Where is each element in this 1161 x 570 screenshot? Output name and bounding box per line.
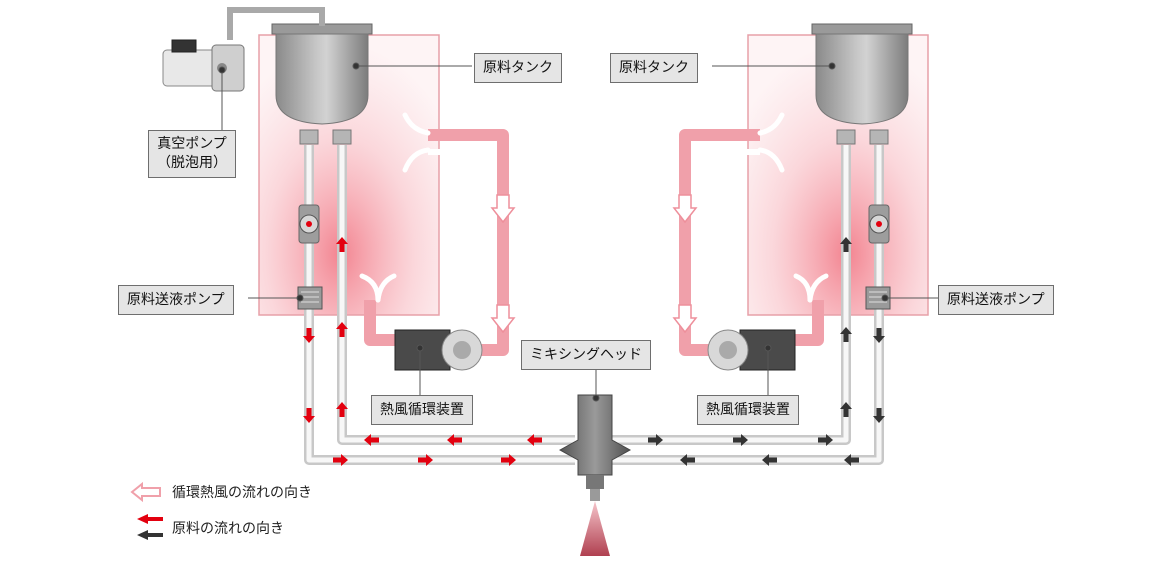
label-hot-air-unit-left: 熱風循環装置 [371,395,473,425]
vacuum-pump [162,39,245,92]
flow-arrow-7 [527,434,542,446]
flow-arrow-10 [501,454,516,466]
flow-arrow-21 [873,408,885,423]
label-feed-pump-left: 原料送液ポンプ [118,285,234,315]
material-tank-right [811,23,913,125]
leader-lines [218,62,938,402]
flow-arrow-6 [447,434,462,446]
label-vacuum-pump-line1: 真空ポンプ [157,136,227,152]
mixing-head [558,394,632,501]
flow-arrow-5 [364,434,379,446]
hot-air-curve-arrows [359,112,829,303]
flow-arrow-14 [680,454,695,466]
flow-arrow-20 [873,328,885,343]
flow-arrow-11 [648,434,663,446]
label-feed-pump-right: 原料送液ポンプ [938,285,1054,315]
hot-air-unit-right [707,329,796,371]
flow-arrow-12 [733,434,748,446]
valve-left [298,129,352,244]
hot-air-unit-left [394,329,483,371]
label-hot-air-unit-right: 熱風循環装置 [697,395,799,425]
flow-arrow-18 [840,327,852,342]
flow-arrow-1 [303,408,315,423]
label-tank-right: 原料タンク [610,53,698,83]
hot-air-duct-right [679,129,824,356]
flow-arrow-17 [840,237,852,252]
label-vacuum-pump-line2: （脱泡用） [157,155,227,171]
legend-material-mark [137,514,163,540]
flow-arrow-0 [303,328,315,343]
legend-hot-air-text: 循環熱風の流れの向き [172,485,312,501]
legend-material-text: 原料の流れの向き [172,521,284,537]
material-tank-left [271,23,373,125]
label-mixing-head: ミキシングヘッド [521,340,651,370]
label-vacuum-pump: 真空ポンプ （脱泡用） [148,130,236,178]
flow-arrow-2 [336,402,348,417]
flow-arrow-19 [840,402,852,417]
flow-arrow-3 [336,237,348,252]
flow-arrow-9 [418,454,433,466]
hot-air-duct-arrows [490,194,698,334]
flow-arrow-15 [762,454,777,466]
flow-arrow-4 [336,322,348,337]
label-tank-left: 原料タンク [474,53,562,83]
feed-pump-left [297,286,323,310]
legend-hot-air-mark [130,481,161,503]
hot-air-duct-left [364,129,509,356]
vacuum-hose [227,7,325,40]
flow-arrow-13 [818,434,833,446]
flow-arrow-16 [844,454,859,466]
valve-right [836,129,890,244]
material-flow-arrows [303,237,885,466]
spray-cone [580,501,610,556]
flow-arrow-8 [333,454,348,466]
